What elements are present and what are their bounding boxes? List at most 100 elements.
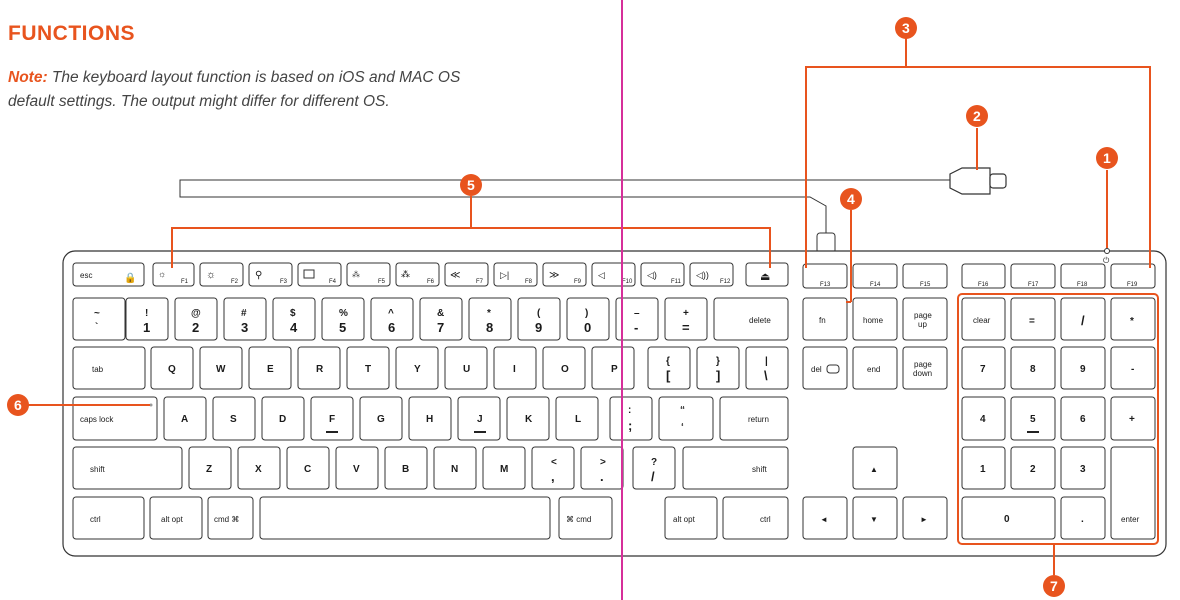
key-fn[interactable]: fn [802, 297, 848, 341]
key-f8[interactable]: ▷|F8 [493, 262, 538, 287]
key-caps-lock[interactable]: caps lock [72, 396, 158, 441]
key-alt-left[interactable]: alt opt [149, 496, 203, 540]
key-f13[interactable]: F13 [802, 263, 848, 289]
key-x[interactable]: X [237, 446, 281, 490]
key-u[interactable]: U [444, 346, 488, 390]
key-2[interactable]: @2 [174, 297, 218, 341]
key-comma[interactable]: <, [531, 446, 575, 490]
key-numpad-divide[interactable]: / [1060, 297, 1106, 341]
key-f9[interactable]: ≫F9 [542, 262, 587, 287]
key-numpad-dot[interactable]: . [1060, 496, 1106, 540]
key-shift-left[interactable]: shift [72, 446, 183, 490]
key-f12[interactable]: ◁))F12 [689, 262, 734, 287]
key-f18[interactable]: F18 [1060, 263, 1106, 289]
key-quote[interactable]: “‘ [658, 396, 714, 441]
key-w[interactable]: W [199, 346, 243, 390]
key-f15[interactable]: F15 [902, 263, 948, 289]
key-d[interactable]: D [261, 396, 305, 441]
key-backslash[interactable]: |\ [745, 346, 789, 390]
key-numpad-7[interactable]: 7 [961, 346, 1006, 390]
key-6[interactable]: ^6 [370, 297, 414, 341]
key-cmd-left[interactable]: cmd ⌘ [207, 496, 254, 540]
key-3[interactable]: #3 [223, 297, 267, 341]
key-alt-right[interactable]: alt opt [664, 496, 718, 540]
key-b[interactable]: B [384, 446, 428, 490]
key-r[interactable]: R [297, 346, 341, 390]
key-8[interactable]: *8 [468, 297, 512, 341]
key-f14[interactable]: F14 [852, 263, 898, 289]
key-f7[interactable]: ≪F7 [444, 262, 489, 287]
key-right-bracket[interactable]: }] [696, 346, 740, 390]
key-arrow-up[interactable]: ▲ [852, 446, 898, 490]
key-q[interactable]: Q [150, 346, 194, 390]
key-f3[interactable]: ⚲F3 [248, 262, 293, 287]
key-f[interactable]: F [310, 396, 354, 441]
key-ctrl-right[interactable]: ctrl [722, 496, 789, 540]
key-tab[interactable]: tab [72, 346, 146, 390]
key-a[interactable]: A [163, 396, 207, 441]
key-f11[interactable]: ◁)F11 [640, 262, 685, 287]
key-numpad-enter[interactable]: enter [1110, 446, 1156, 540]
key-numpad-multiply[interactable]: * [1110, 297, 1156, 341]
key-v[interactable]: V [335, 446, 379, 490]
key-e[interactable]: E [248, 346, 292, 390]
key-g[interactable]: G [359, 396, 403, 441]
key-minus[interactable]: –- [615, 297, 659, 341]
key-c[interactable]: C [286, 446, 330, 490]
key-j[interactable]: J [457, 396, 501, 441]
key-numpad-6[interactable]: 6 [1060, 396, 1106, 441]
key-numpad-2[interactable]: 2 [1010, 446, 1056, 490]
key-h[interactable]: H [408, 396, 452, 441]
key-eject[interactable]: ⏏ [745, 262, 789, 287]
key-i[interactable]: I [493, 346, 537, 390]
key-numpad-3[interactable]: 3 [1060, 446, 1106, 490]
key-m[interactable]: M [482, 446, 526, 490]
key-return[interactable]: return [719, 396, 789, 441]
key-home[interactable]: home [852, 297, 898, 341]
key-t[interactable]: T [346, 346, 390, 390]
key-shift-right[interactable]: shift [682, 446, 789, 490]
key-l[interactable]: L [555, 396, 599, 441]
key-s[interactable]: S [212, 396, 256, 441]
key-left-bracket[interactable]: {[ [647, 346, 691, 390]
key-arrow-left[interactable]: ◄ [802, 496, 848, 540]
key-f1[interactable]: ☼F1 [152, 262, 195, 287]
key-f19[interactable]: F19 [1110, 263, 1156, 289]
key-esc[interactable]: esc🔒 [72, 262, 145, 287]
key-f5[interactable]: ⁂F5 [346, 262, 391, 287]
key-ctrl-left[interactable]: ctrl [72, 496, 145, 540]
key-p[interactable]: P [591, 346, 635, 390]
key-f4[interactable]: F4 [297, 262, 342, 287]
key-clear[interactable]: clear [961, 297, 1006, 341]
key-numpad-9[interactable]: 9 [1060, 346, 1106, 390]
key-space[interactable] [259, 496, 551, 540]
key-arrow-down[interactable]: ▼ [852, 496, 898, 540]
key-numpad-4[interactable]: 4 [961, 396, 1006, 441]
key-y[interactable]: Y [395, 346, 439, 390]
key-numpad-equals[interactable]: = [1010, 297, 1056, 341]
key-z[interactable]: Z [188, 446, 232, 490]
key-5[interactable]: %5 [321, 297, 365, 341]
key-0[interactable]: )0 [566, 297, 610, 341]
key-numpad-0[interactable]: 0 [961, 496, 1056, 540]
key-numpad-8[interactable]: 8 [1010, 346, 1056, 390]
key-forward-delete[interactable]: del [802, 346, 848, 390]
key-f17[interactable]: F17 [1010, 263, 1056, 289]
key-numpad-plus[interactable]: + [1110, 396, 1156, 441]
key-cmd-right[interactable]: ⌘ cmd [558, 496, 613, 540]
key-9[interactable]: (9 [517, 297, 561, 341]
key-f16[interactable]: F16 [961, 263, 1006, 289]
key-tilde[interactable]: ~` [72, 297, 126, 341]
key-f2[interactable]: ☼F2 [199, 262, 244, 287]
key-numpad-minus[interactable]: - [1110, 346, 1156, 390]
key-semicolon[interactable]: :; [609, 396, 653, 441]
key-delete[interactable]: delete [713, 297, 789, 341]
key-o[interactable]: O [542, 346, 586, 390]
key-7[interactable]: &7 [419, 297, 463, 341]
key-f6[interactable]: ⁂F6 [395, 262, 440, 287]
key-end[interactable]: end [852, 346, 898, 390]
key-numpad-1[interactable]: 1 [961, 446, 1006, 490]
key-equals[interactable]: += [664, 297, 708, 341]
